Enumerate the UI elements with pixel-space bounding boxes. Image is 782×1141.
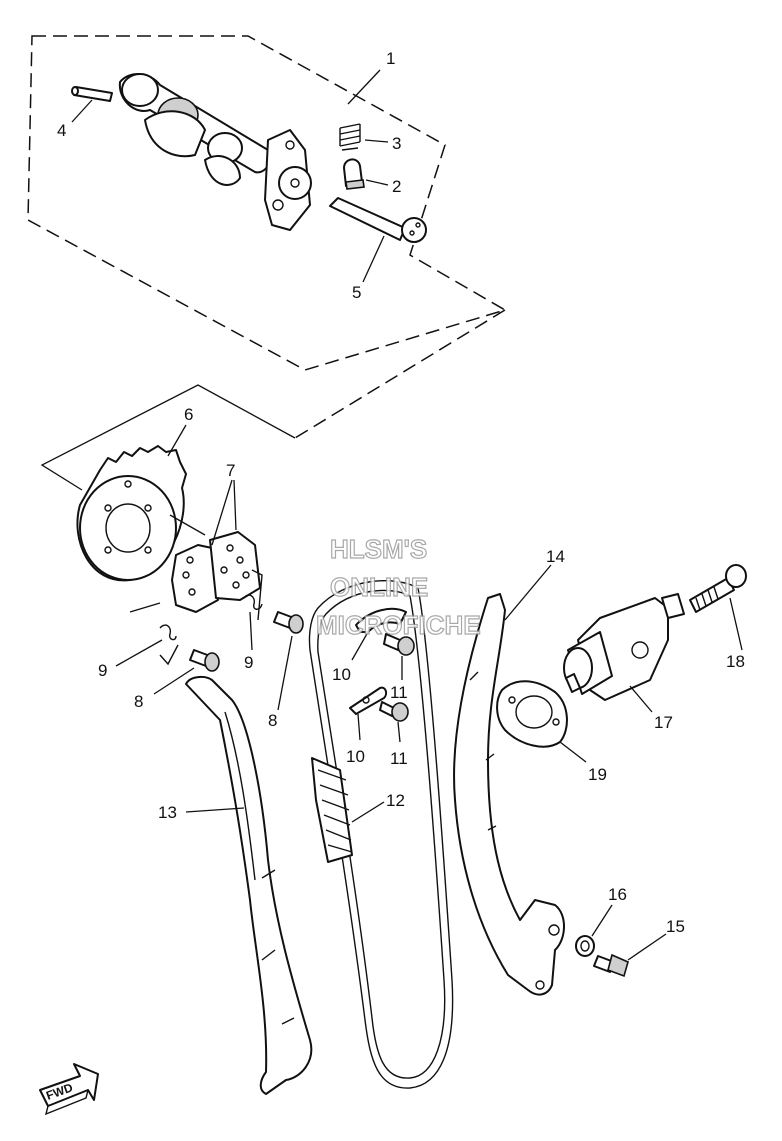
callout-7: 7 bbox=[226, 461, 235, 480]
decompressor-lever-assembly bbox=[171, 531, 261, 613]
lever-spring-left bbox=[129, 602, 179, 666]
callout-8b: 8 bbox=[268, 711, 277, 730]
callout-12: 12 bbox=[386, 791, 405, 810]
watermark-line2: ONLINE bbox=[330, 572, 428, 602]
callout-8a: 8 bbox=[134, 692, 143, 711]
sprocket-bolt-right bbox=[273, 611, 304, 634]
sprocket-bolt-left bbox=[189, 649, 220, 672]
chain-guide-exhaust bbox=[185, 675, 313, 1095]
lever-spring-right bbox=[243, 569, 263, 621]
dowel-pin bbox=[71, 86, 113, 102]
callout-17: 17 bbox=[654, 713, 673, 732]
chain-guide-intake bbox=[453, 593, 565, 996]
callout-1: 1 bbox=[386, 49, 395, 68]
assembly-boundary bbox=[27, 35, 507, 371]
callout-10a: 10 bbox=[332, 665, 351, 684]
chain-guide-stopper-lower bbox=[349, 686, 388, 715]
tensioner-gasket bbox=[496, 680, 568, 748]
chain-link-section bbox=[311, 757, 353, 863]
decompressor-shaft bbox=[329, 197, 427, 243]
stopper-bolt-upper bbox=[383, 633, 415, 656]
callout-19: 19 bbox=[588, 765, 607, 784]
callout-2: 2 bbox=[392, 177, 401, 196]
guide-bolt bbox=[593, 953, 629, 978]
callout-9a: 9 bbox=[98, 661, 107, 680]
callout-13: 13 bbox=[158, 803, 177, 822]
guide-washer bbox=[575, 935, 595, 957]
callout-11a: 11 bbox=[390, 683, 408, 702]
tensioner-bolt bbox=[689, 564, 747, 613]
gear-link-line bbox=[40, 384, 296, 491]
stopper-bolt-lower bbox=[379, 701, 409, 722]
callout-6: 6 bbox=[184, 405, 193, 424]
decompressor-spring bbox=[339, 123, 361, 151]
assembly-link-line bbox=[294, 309, 506, 439]
watermark-line3: MICROFICHE bbox=[316, 610, 481, 640]
callout-16: 16 bbox=[608, 885, 627, 904]
callout-5: 5 bbox=[352, 283, 361, 302]
callout-4: 4 bbox=[57, 121, 66, 140]
cam-chain bbox=[308, 579, 454, 1089]
fwd-arrow-icon: FWD bbox=[39, 1063, 99, 1116]
watermark-line1: HLSM'S bbox=[330, 534, 427, 564]
decompressor-plunger bbox=[343, 158, 365, 190]
chain-guide-stopper-upper bbox=[355, 607, 407, 633]
callout-3: 3 bbox=[392, 134, 401, 153]
watermark: HLSM'S ONLINE MICROFICHE bbox=[315, 533, 481, 640]
callout-14: 14 bbox=[546, 547, 565, 566]
camshaft bbox=[118, 73, 312, 231]
callout-10b: 10 bbox=[346, 747, 365, 766]
cam-sprocket bbox=[76, 445, 187, 582]
callout-11b: 11 bbox=[390, 749, 408, 768]
cam-chain-tensioner bbox=[563, 593, 685, 701]
callout-18: 18 bbox=[726, 652, 745, 671]
callout-15: 15 bbox=[666, 917, 685, 936]
callout-9b: 9 bbox=[244, 653, 253, 672]
